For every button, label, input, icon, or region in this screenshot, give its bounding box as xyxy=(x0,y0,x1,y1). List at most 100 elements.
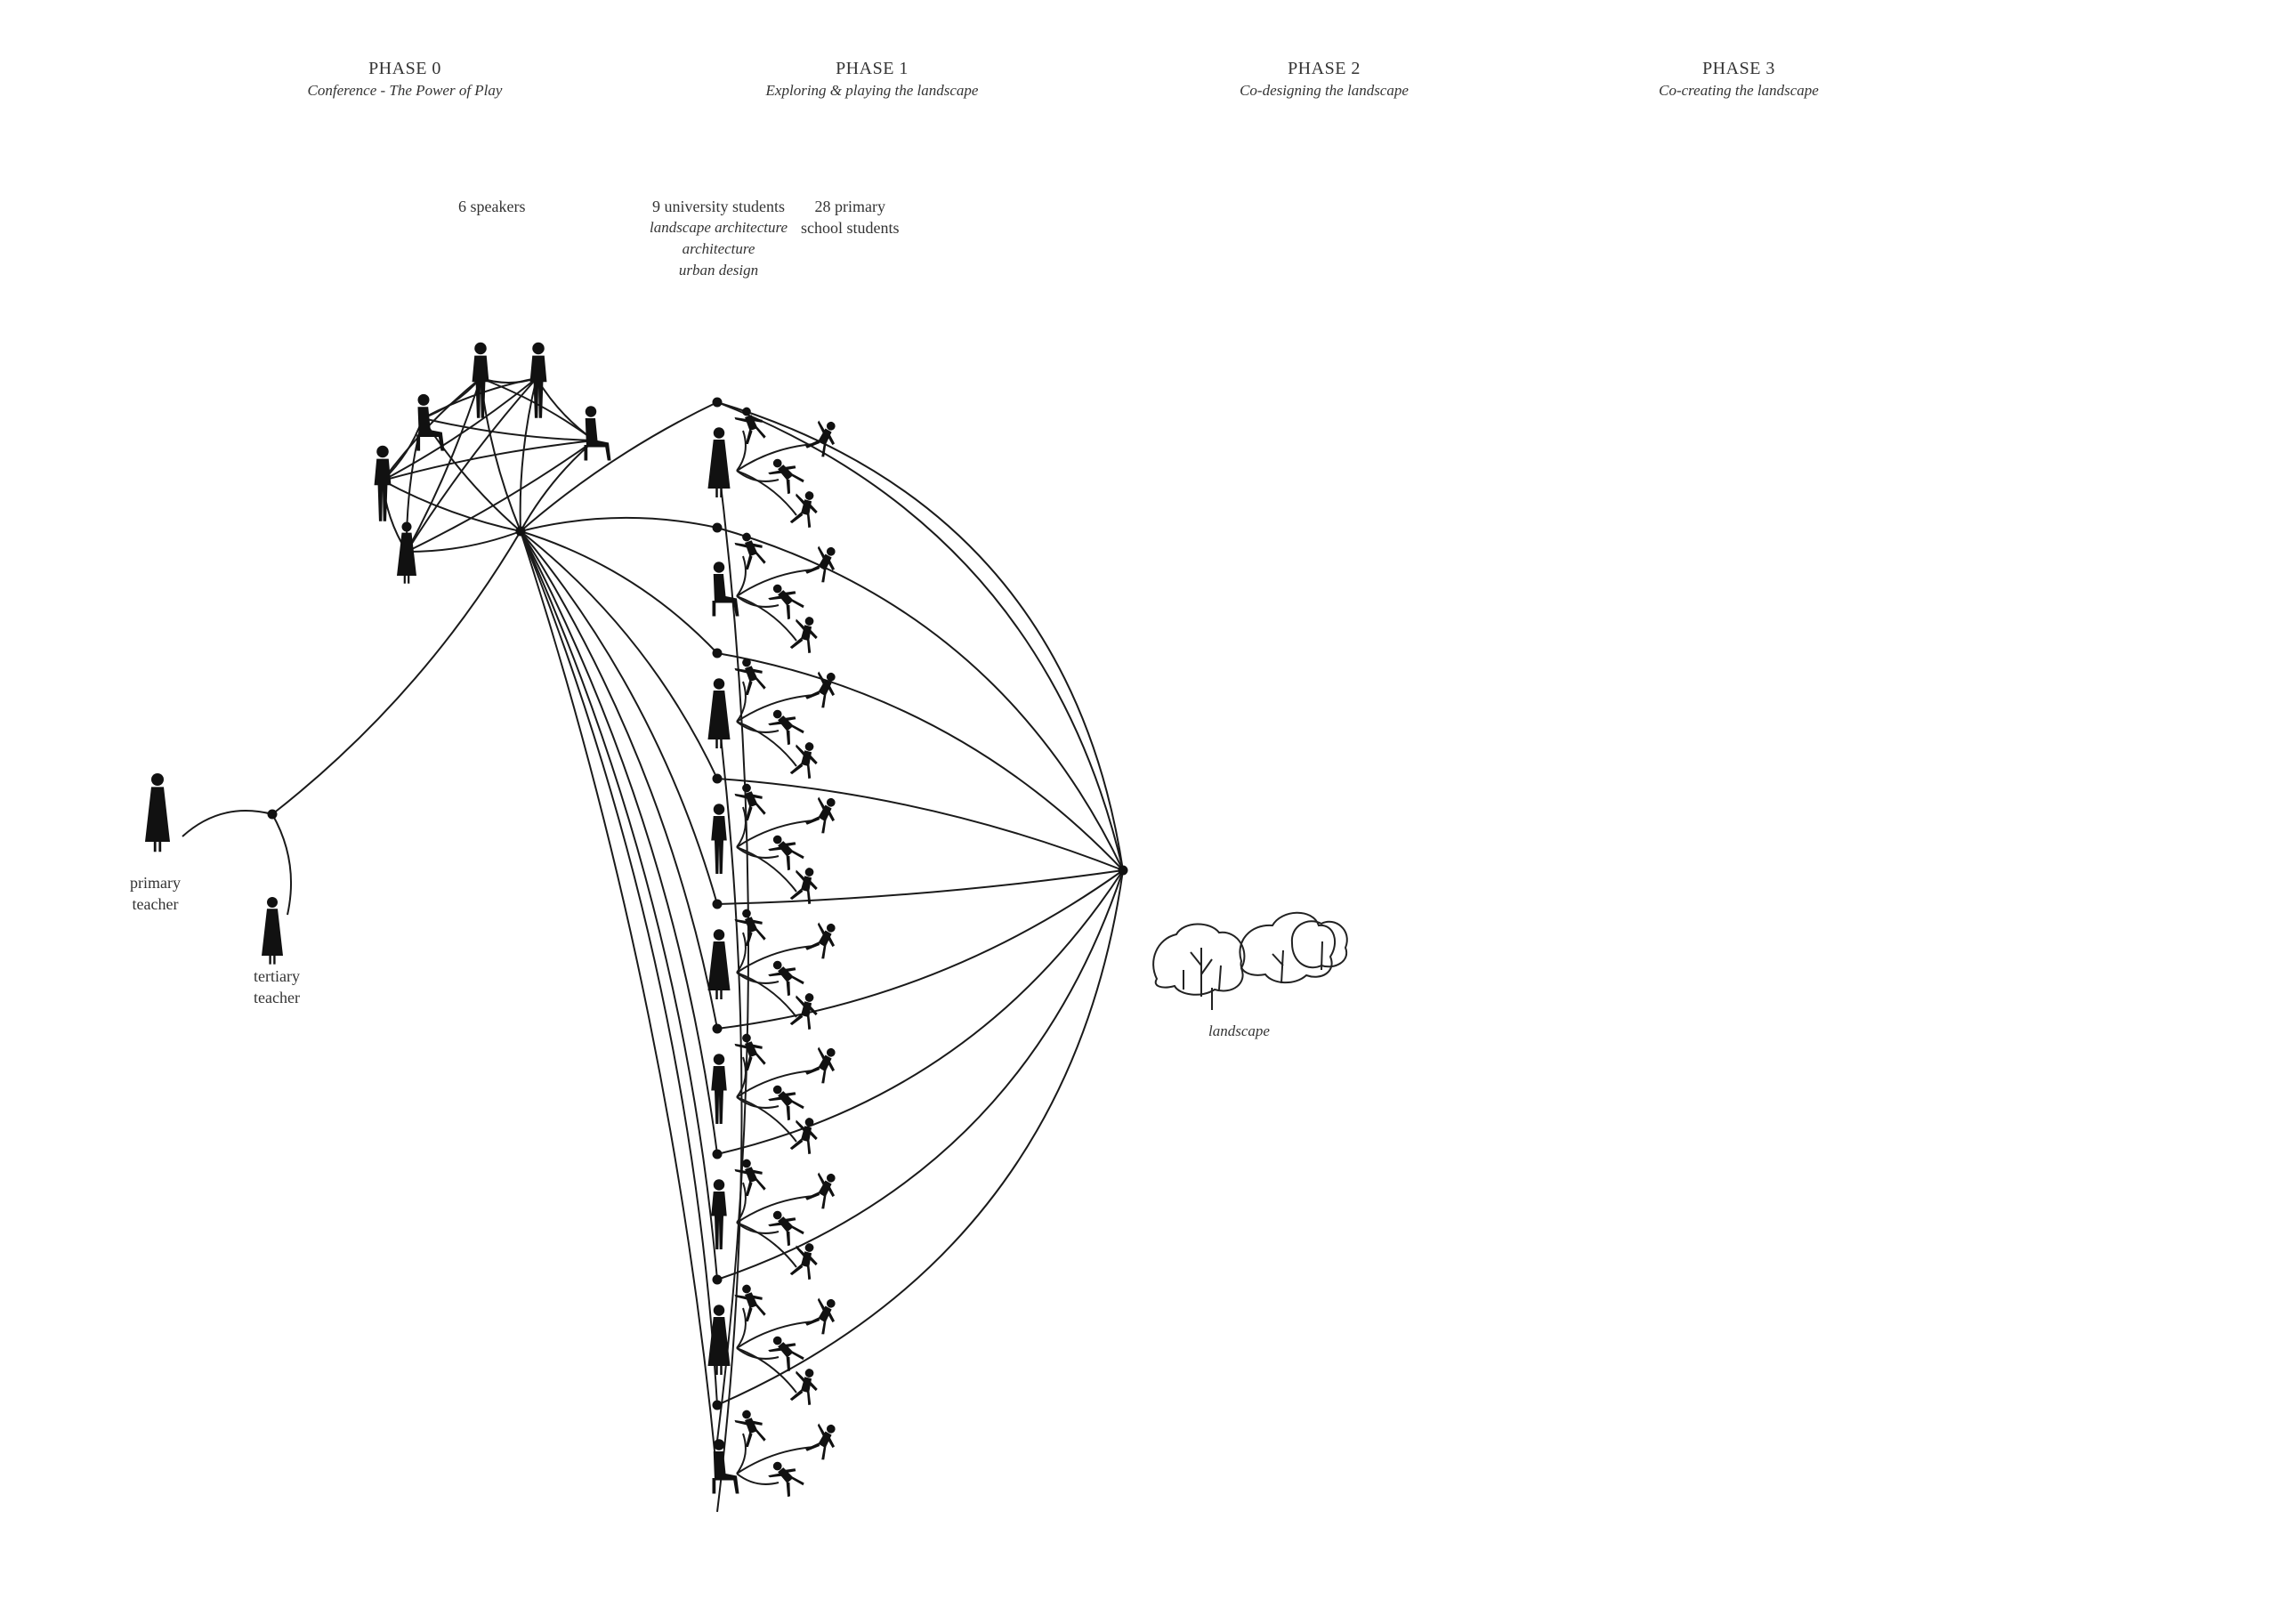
child-arms xyxy=(796,1245,818,1266)
child-torso xyxy=(818,1431,832,1449)
speaker-hub-link xyxy=(382,480,521,532)
child-head xyxy=(742,1159,751,1168)
student-landscape-link xyxy=(716,869,1124,1406)
university-student-icon xyxy=(707,427,731,497)
university-student-node xyxy=(712,1149,723,1159)
child-head xyxy=(826,672,836,682)
university-student-icon xyxy=(712,1439,739,1494)
child-legs xyxy=(789,763,812,780)
speaker-link xyxy=(422,377,481,419)
child-head xyxy=(826,797,836,807)
child-legs xyxy=(789,1389,812,1406)
child-legs xyxy=(805,565,827,583)
child-arms xyxy=(734,667,763,674)
primary-student-icon xyxy=(734,909,766,947)
university-student-icon xyxy=(707,1305,731,1375)
child-torso xyxy=(778,1216,794,1232)
university-student-node xyxy=(712,397,723,408)
student-child-link xyxy=(736,1096,797,1143)
primary-teacher-label: primary teacher xyxy=(130,872,181,915)
figure-body xyxy=(374,458,392,521)
phase-title: PHASE 3 xyxy=(1702,59,1775,78)
child-legs xyxy=(745,1429,766,1448)
child-legs xyxy=(745,928,766,947)
primary-student-icon xyxy=(805,1046,836,1084)
primary-teacher-line1: primary xyxy=(130,874,181,892)
hub-student-link xyxy=(520,530,718,780)
figure-body xyxy=(397,532,416,584)
child-torso xyxy=(818,1305,832,1323)
primary-student-icon xyxy=(734,1033,766,1071)
child-legs xyxy=(745,426,766,445)
primary-student-icon xyxy=(805,420,836,457)
people-figures xyxy=(145,342,836,1498)
primary-student-icon xyxy=(768,1085,804,1121)
child-legs xyxy=(789,1138,812,1155)
figure-body xyxy=(262,909,283,965)
hub-student-link xyxy=(520,530,718,1030)
child-head xyxy=(772,1461,782,1471)
child-head xyxy=(826,1047,836,1057)
figure-body xyxy=(713,1451,739,1494)
figure-head xyxy=(151,773,164,786)
discipline-landscape-architecture: landscape architecture xyxy=(650,219,788,236)
child-head xyxy=(772,584,782,594)
network-edges xyxy=(182,377,1124,1513)
primary-student-icon xyxy=(789,742,818,780)
speaker-seated-icon xyxy=(584,406,611,461)
network-nodes xyxy=(267,397,1128,1410)
speakers-label: 6 speakers xyxy=(458,198,526,215)
university-students-label: 9 university students landscape architec… xyxy=(650,196,788,281)
child-arms xyxy=(768,1468,796,1478)
child-arms xyxy=(817,545,836,571)
speaker-seated-icon xyxy=(416,393,445,451)
teacher-node xyxy=(267,809,278,820)
primary-student-icon xyxy=(805,1172,836,1209)
primary-student-icon xyxy=(805,1423,836,1460)
child-torso xyxy=(745,1167,758,1184)
child-torso xyxy=(745,415,758,432)
child-legs xyxy=(786,1351,804,1372)
child-head xyxy=(772,1085,782,1095)
primary-teacher-icon xyxy=(145,773,170,852)
student-child-link xyxy=(736,721,797,767)
discipline-urban-design: urban design xyxy=(678,262,759,279)
child-arms xyxy=(734,542,763,548)
student-child-link xyxy=(736,470,797,516)
child-arms xyxy=(768,967,796,977)
child-legs xyxy=(789,1014,812,1030)
primary-student-icon xyxy=(768,1461,804,1498)
university-student-icon xyxy=(711,1179,727,1249)
child-legs xyxy=(786,724,804,746)
child-legs xyxy=(805,1317,827,1335)
figure-head xyxy=(713,804,725,815)
student-landscape-link xyxy=(716,401,1124,871)
child-legs xyxy=(745,1053,766,1071)
figure-body xyxy=(707,691,731,748)
figure-body xyxy=(145,787,170,852)
university-student-icon xyxy=(711,1054,727,1124)
child-arms xyxy=(734,1043,763,1049)
child-torso xyxy=(745,917,758,933)
child-legs xyxy=(805,440,827,457)
child-torso xyxy=(818,428,832,446)
child-head xyxy=(772,458,782,468)
student-landscape-link xyxy=(716,527,1124,871)
speaker-hub-link xyxy=(519,377,537,532)
child-legs xyxy=(805,1192,827,1209)
child-head xyxy=(804,993,814,1002)
student-child-link xyxy=(736,846,797,893)
child-arms xyxy=(734,918,763,925)
university-student-icon xyxy=(712,562,739,617)
child-torso xyxy=(818,553,832,571)
child-head xyxy=(826,923,836,933)
university-student-node xyxy=(712,522,723,533)
landscape-label: landscape xyxy=(1208,1020,1270,1042)
tertiary-teacher-line2: teacher xyxy=(254,989,300,1006)
student-child-link xyxy=(736,443,815,472)
child-head xyxy=(742,783,751,793)
child-legs xyxy=(786,1225,804,1247)
child-arms xyxy=(768,1217,796,1227)
primary-student-icon xyxy=(768,458,804,495)
